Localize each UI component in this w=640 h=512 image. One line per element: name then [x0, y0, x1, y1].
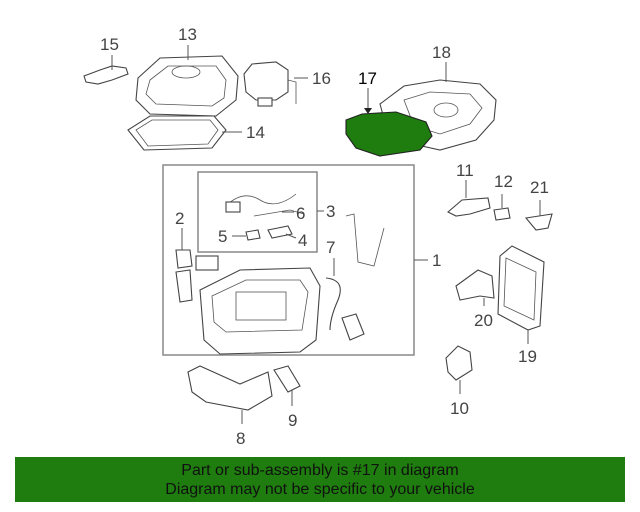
part-21-bracket[interactable] — [524, 200, 553, 231]
callout-1: 1 — [432, 251, 441, 270]
part-11-bracket[interactable] — [447, 180, 491, 217]
part-17-highlighted[interactable] — [345, 88, 433, 157]
banner-line-1: Part or sub-assembly is #17 in diagram — [181, 462, 459, 479]
callout-7: 7 — [326, 238, 335, 257]
part-10-bracket[interactable] — [445, 345, 473, 394]
callout-2: 2 — [175, 209, 184, 228]
inverter-assembly[interactable] — [175, 255, 321, 355]
group-3-frame — [197, 171, 318, 253]
part-4-module[interactable] — [267, 225, 297, 239]
callout-6: 6 — [296, 204, 305, 223]
part-14-gasket[interactable] — [127, 115, 242, 151]
callout-5: 5 — [218, 227, 227, 246]
part-16-reservoir[interactable] — [243, 61, 308, 107]
callout-9: 9 — [288, 411, 297, 430]
callout-12: 12 — [494, 172, 513, 191]
callout-3: 3 — [326, 202, 335, 221]
part-19-panel[interactable] — [497, 245, 545, 344]
callout-10: 10 — [450, 399, 469, 418]
callout-17: 17 — [358, 69, 377, 88]
part-6-wiring[interactable] — [225, 193, 305, 217]
callout-21: 21 — [530, 178, 549, 197]
part-12-clip[interactable] — [493, 194, 511, 221]
part-7-hose[interactable] — [325, 213, 385, 341]
parts-diagram: 15 13 16 14 18 17 1 3 — [83, 25, 553, 448]
callout-11: 11 — [456, 161, 474, 180]
part-5-clip[interactable] — [232, 229, 261, 241]
callout-19: 19 — [518, 347, 537, 366]
callout-4: 4 — [298, 231, 307, 250]
part-13-cover[interactable] — [135, 45, 239, 117]
part-9-bracket[interactable] — [273, 365, 301, 406]
part-2-bracket[interactable] — [175, 228, 193, 269]
part-15-bracket[interactable] — [83, 55, 129, 85]
callout-13: 13 — [178, 25, 197, 44]
callout-20: 20 — [474, 311, 493, 330]
part-20-bracket[interactable] — [455, 269, 495, 306]
callout-18: 18 — [432, 43, 451, 62]
callout-16: 16 — [312, 69, 331, 88]
callout-15: 15 — [100, 35, 119, 54]
info-banner: Part or sub-assembly is #17 in diagram D… — [15, 457, 625, 502]
banner-line-2: Diagram may not be specific to your vehi… — [165, 481, 475, 498]
callout-8: 8 — [236, 429, 245, 448]
callout-14: 14 — [246, 123, 265, 142]
part-8-bracket[interactable] — [187, 365, 273, 424]
